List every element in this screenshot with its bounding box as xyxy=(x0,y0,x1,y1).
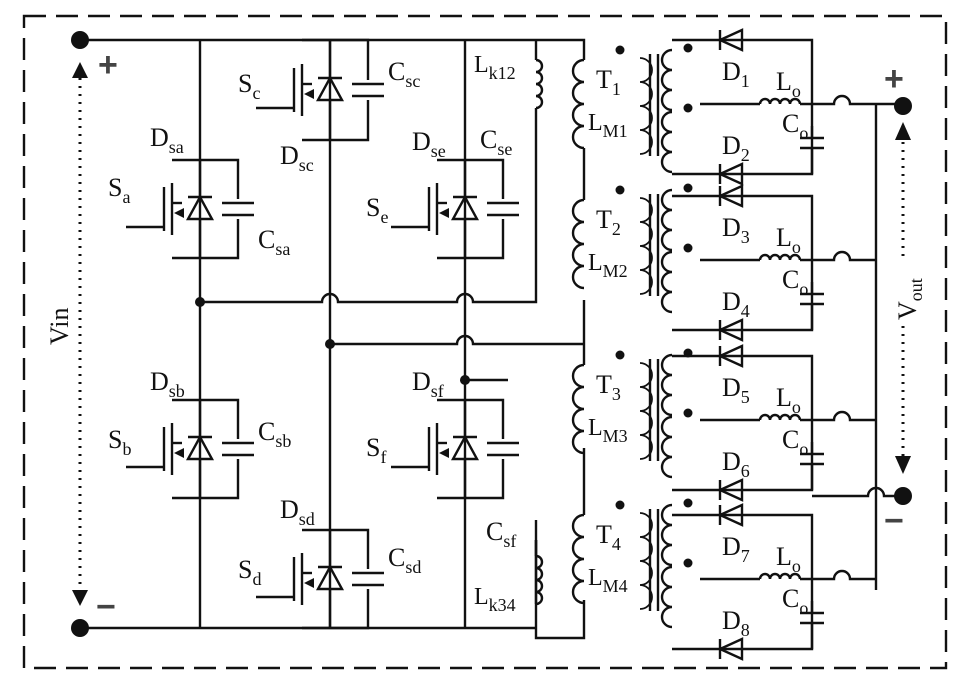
output-minus-sign: − xyxy=(884,502,904,540)
diode-label-1: D1 xyxy=(722,57,750,91)
cap-label-se: Cse xyxy=(480,125,512,159)
cap-label-sf: Csf xyxy=(486,517,516,551)
magnetizing-label-1: LM1 xyxy=(588,110,628,141)
filter-inductor-label-2: Lo xyxy=(776,223,801,257)
diode-label-6: D6 xyxy=(722,447,750,481)
leakage-inductor-2: Lk34 xyxy=(474,520,544,615)
output-minus-bus xyxy=(812,486,903,498)
filter-inductor-label-4: Lo xyxy=(776,542,801,576)
output-plus-terminal xyxy=(894,97,912,115)
leakage-label-1: Lk12 xyxy=(474,52,516,83)
transformer-label-3: T3 xyxy=(596,370,621,404)
transformer-label-4: T4 xyxy=(596,520,621,554)
input-minus-terminal xyxy=(71,619,89,637)
filter-cap-label-1: Co xyxy=(782,109,808,143)
diode-label-sc: Dsc xyxy=(280,141,314,175)
junction-dot xyxy=(460,375,470,385)
filter-cap-label-3: Co xyxy=(782,425,808,459)
cap-label-sd: Csd xyxy=(388,543,421,577)
midpoint-bus-1 xyxy=(200,108,538,304)
diode-label-4: D4 xyxy=(722,287,750,321)
switch-label-sb: Sb xyxy=(108,425,131,459)
leakage-label-2: Lk34 xyxy=(474,584,516,615)
cap-label-sb: Csb xyxy=(258,417,291,451)
input-plus-sign: + xyxy=(98,46,118,84)
switch-label-se: Se xyxy=(366,193,388,227)
input-minus-sign: − xyxy=(96,588,116,626)
cap-label-sc: Csc xyxy=(388,57,420,91)
switch-label-sf: Sf xyxy=(366,433,386,467)
diode-label-7: D7 xyxy=(722,532,750,566)
diode-label-8: D8 xyxy=(722,606,750,640)
vin-label: Vin xyxy=(45,290,74,350)
transformer-label-2: T2 xyxy=(596,205,621,239)
input-plus-terminal xyxy=(71,31,89,49)
vout-label: Vout xyxy=(893,256,926,324)
vin-arrow xyxy=(72,62,88,606)
junction-dot xyxy=(195,297,205,307)
cap-label-sa: Csa xyxy=(258,225,290,259)
midpoint-bus-2 xyxy=(330,334,584,346)
filter-cap-label-4: Co xyxy=(782,584,808,618)
diode-label-sa: Dsa xyxy=(150,123,184,157)
magnetizing-label-4: LM4 xyxy=(588,565,628,596)
output-terminals xyxy=(894,97,912,505)
filter-inductor-label-3: Lo xyxy=(776,383,801,417)
mosfet-se: Se Dse Cse xyxy=(366,125,519,260)
output-minus-terminal xyxy=(894,487,912,505)
svg-text:Vout: Vout xyxy=(893,278,926,320)
diode-label-sb: Dsb xyxy=(150,367,185,401)
input-rails xyxy=(80,38,536,630)
diode-label-se: Dse xyxy=(412,127,446,161)
output-plus-sign: + xyxy=(884,60,904,98)
switch-label-sc: Sc xyxy=(238,69,260,103)
magnetizing-label-2: LM2 xyxy=(588,250,628,281)
magnetizing-label-3: LM3 xyxy=(588,415,628,446)
filter-cap-label-2: Co xyxy=(782,265,808,299)
leakage-inductor-1: Lk12 xyxy=(474,40,544,110)
svg-text:Vin: Vin xyxy=(45,308,74,345)
transformer-label-1: T1 xyxy=(596,65,621,99)
junction-dot xyxy=(325,339,335,349)
labels: + − + − Vin Vout xyxy=(45,46,926,626)
filter-inductor-label-1: Lo xyxy=(776,67,801,101)
diode-label-3: D3 xyxy=(722,213,750,247)
diode-label-sd: Dsd xyxy=(280,495,315,529)
switch-label-sd: Sd xyxy=(238,555,261,589)
switch-label-sa: Sa xyxy=(108,173,130,207)
diode-label-5: D5 xyxy=(722,373,750,407)
diode-label-sf: Dsf xyxy=(412,367,444,401)
dashed-boundary xyxy=(22,14,948,670)
diode-label-2: D2 xyxy=(722,131,750,165)
lk12-top-wire xyxy=(536,38,586,60)
